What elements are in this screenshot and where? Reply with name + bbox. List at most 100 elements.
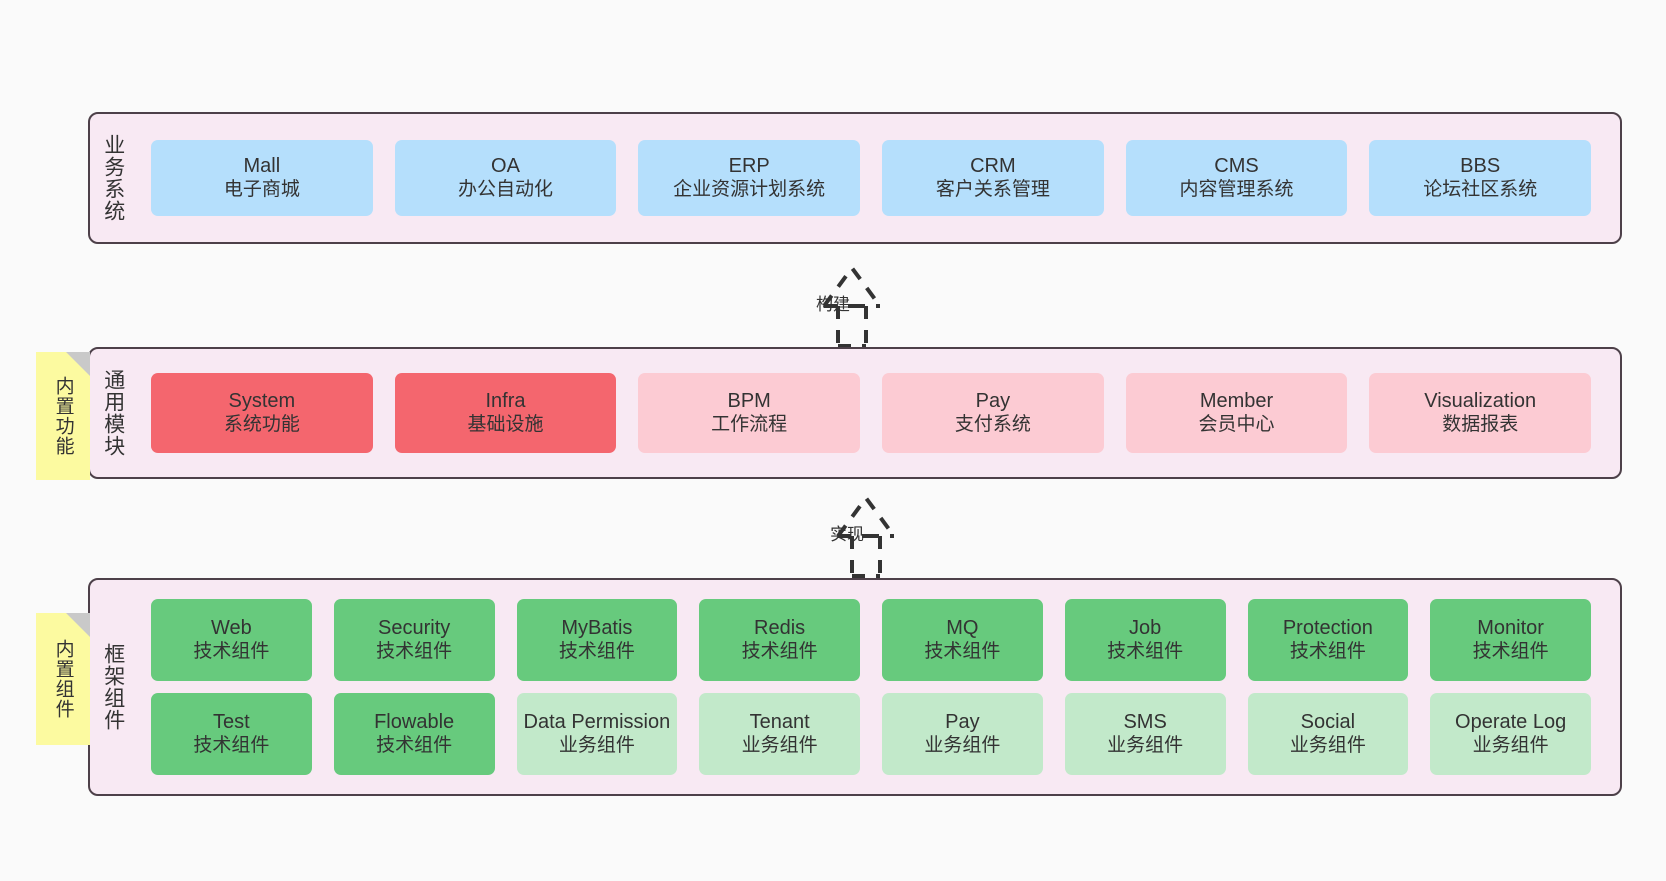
node-protection-en: Protection bbox=[1282, 617, 1373, 639]
framework-cell: Tenant 业务组件 bbox=[688, 693, 871, 775]
node-bpm[interactable]: BPM 工作流程 bbox=[638, 373, 861, 453]
note-builtin-component: 内置组件 bbox=[36, 613, 90, 745]
business-row: Mall 电子商城 OA 办公自动化 ERP 企业资源计划系统 bbox=[140, 140, 1602, 216]
node-monitor-en: Monitor bbox=[1477, 617, 1544, 639]
node-infra-en: Infra bbox=[485, 390, 526, 412]
node-system-cn: 系统功能 bbox=[223, 413, 300, 435]
node-erp[interactable]: ERP 企业资源计划系统 bbox=[638, 140, 861, 216]
node-crm[interactable]: CRM 客户关系管理 bbox=[882, 140, 1104, 216]
node-operate-log[interactable]: Operate Log 业务组件 bbox=[1430, 693, 1591, 775]
node-oa[interactable]: OA 办公自动化 bbox=[394, 140, 617, 216]
node-web-cn: 技术组件 bbox=[193, 640, 270, 662]
node-sms[interactable]: SMS 业务组件 bbox=[1064, 693, 1226, 775]
node-bbs-en: BBS bbox=[1460, 155, 1501, 177]
node-flowable[interactable]: Flowable 技术组件 bbox=[333, 693, 495, 775]
connector-implement-label: 实现 bbox=[830, 525, 864, 544]
node-social[interactable]: Social 业务组件 bbox=[1247, 693, 1409, 775]
node-test[interactable]: Test 技术组件 bbox=[151, 693, 312, 775]
node-monitor[interactable]: Monitor 技术组件 bbox=[1430, 599, 1591, 681]
node-security[interactable]: Security 技术组件 bbox=[333, 599, 495, 681]
modules-cell: Member 会员中心 bbox=[1115, 373, 1359, 453]
node-member[interactable]: Member 会员中心 bbox=[1125, 373, 1348, 453]
framework-cell: Monitor 技术组件 bbox=[1419, 599, 1602, 681]
modules-cell: System 系统功能 bbox=[140, 373, 384, 453]
layer-framework-components: 框架组件 Web 技术组件 Security 技术组件 bbox=[88, 578, 1622, 796]
framework-cell: Security 技术组件 bbox=[323, 599, 506, 681]
node-redis-en: Redis bbox=[754, 617, 806, 639]
framework-cell: Flowable 技术组件 bbox=[323, 693, 506, 775]
node-protection-cn: 技术组件 bbox=[1289, 640, 1366, 662]
node-job-cn: 技术组件 bbox=[1107, 640, 1184, 662]
note-builtin-component-label: 内置组件 bbox=[52, 639, 74, 719]
layer-business-systems: 业务系统 Mall 电子商城 OA 办公自动化 ERP bbox=[88, 112, 1622, 244]
node-oa-en: OA bbox=[491, 155, 520, 177]
business-cell: OA 办公自动化 bbox=[384, 140, 628, 216]
node-mybatis[interactable]: MyBatis 技术组件 bbox=[516, 599, 678, 681]
node-test-en: Test bbox=[213, 711, 250, 733]
node-tenant-en: Tenant bbox=[749, 711, 810, 733]
node-protection[interactable]: Protection 技术组件 bbox=[1247, 599, 1409, 681]
node-mall-cn: 电子商城 bbox=[223, 178, 300, 200]
note-builtin-function-label: 内置功能 bbox=[52, 376, 74, 456]
modules-cell: Visualization 数据报表 bbox=[1358, 373, 1602, 453]
node-sms-en: SMS bbox=[1123, 711, 1167, 733]
node-monitor-cn: 技术组件 bbox=[1472, 640, 1549, 662]
framework-row-2: Test 技术组件 Flowable 技术组件 Data Permission … bbox=[140, 693, 1602, 775]
node-flowable-en: Flowable bbox=[374, 711, 455, 733]
node-system[interactable]: System 系统功能 bbox=[151, 373, 373, 453]
node-security-cn: 技术组件 bbox=[376, 640, 453, 662]
node-data-permission[interactable]: Data Permission 业务组件 bbox=[516, 693, 678, 775]
framework-cell: MQ 技术组件 bbox=[871, 599, 1054, 681]
node-cms-cn: 内容管理系统 bbox=[1179, 178, 1294, 200]
layer-framework-title: 框架组件 bbox=[101, 643, 125, 731]
business-cell: ERP 企业资源计划系统 bbox=[627, 140, 871, 216]
layer-common-modules: 通用模块 System 系统功能 Infra 基础设施 bbox=[88, 347, 1622, 479]
modules-cell: Infra 基础设施 bbox=[384, 373, 628, 453]
framework-cell: MyBatis 技术组件 bbox=[506, 599, 689, 681]
node-data-permission-en: Data Permission bbox=[523, 711, 671, 733]
node-web-en: Web bbox=[210, 617, 252, 639]
business-cell: CRM 客户关系管理 bbox=[871, 140, 1115, 216]
node-infra-cn: 基础设施 bbox=[467, 413, 544, 435]
framework-cell: Pay 业务组件 bbox=[871, 693, 1054, 775]
node-redis[interactable]: Redis 技术组件 bbox=[699, 599, 860, 681]
node-bbs[interactable]: BBS 论坛社区系统 bbox=[1369, 140, 1592, 216]
node-mybatis-cn: 技术组件 bbox=[558, 640, 635, 662]
node-crm-cn: 客户关系管理 bbox=[935, 178, 1050, 200]
framework-cell: Web 技术组件 bbox=[140, 599, 323, 681]
layer-business-body: Mall 电子商城 OA 办公自动化 ERP 企业资源计划系统 bbox=[136, 114, 1620, 242]
connector-implement: 实现 bbox=[766, 488, 966, 578]
folded-corner-icon bbox=[66, 352, 90, 376]
framework-cell: SMS 业务组件 bbox=[1054, 693, 1237, 775]
layer-modules-body: System 系统功能 Infra 基础设施 BPM 工作流程 bbox=[136, 349, 1620, 477]
node-tenant-cn: 业务组件 bbox=[741, 734, 818, 756]
node-web[interactable]: Web 技术组件 bbox=[151, 599, 312, 681]
layer-business-title: 业务系统 bbox=[101, 134, 125, 222]
node-bbs-cn: 论坛社区系统 bbox=[1423, 178, 1538, 200]
node-operate-log-en: Operate Log bbox=[1455, 711, 1567, 733]
node-cms[interactable]: CMS 内容管理系统 bbox=[1125, 140, 1348, 216]
node-pay-module-cn: 支付系统 bbox=[954, 413, 1031, 435]
node-visualization-cn: 数据报表 bbox=[1442, 413, 1519, 435]
node-job[interactable]: Job 技术组件 bbox=[1064, 599, 1226, 681]
node-mybatis-en: MyBatis bbox=[561, 617, 633, 639]
node-flowable-cn: 技术组件 bbox=[376, 734, 453, 756]
node-pay-component-en: Pay bbox=[945, 711, 980, 733]
node-oa-cn: 办公自动化 bbox=[458, 178, 554, 200]
dashed-generalization-arrow-icon bbox=[822, 264, 882, 348]
node-redis-cn: 技术组件 bbox=[741, 640, 818, 662]
node-mq[interactable]: MQ 技术组件 bbox=[882, 599, 1043, 681]
framework-cell: Test 技术组件 bbox=[140, 693, 323, 775]
node-bpm-cn: 工作流程 bbox=[711, 413, 788, 435]
dashed-generalization-arrow-icon bbox=[836, 494, 896, 578]
node-mall[interactable]: Mall 电子商城 bbox=[151, 140, 373, 216]
folded-corner-icon bbox=[66, 613, 90, 637]
node-visualization[interactable]: Visualization 数据报表 bbox=[1369, 373, 1592, 453]
node-infra[interactable]: Infra 基础设施 bbox=[394, 373, 617, 453]
node-erp-cn: 企业资源计划系统 bbox=[673, 178, 826, 200]
node-tenant[interactable]: Tenant 业务组件 bbox=[699, 693, 860, 775]
modules-cell: Pay 支付系统 bbox=[871, 373, 1115, 453]
node-pay-module[interactable]: Pay 支付系统 bbox=[882, 373, 1104, 453]
node-pay-component[interactable]: Pay 业务组件 bbox=[882, 693, 1043, 775]
